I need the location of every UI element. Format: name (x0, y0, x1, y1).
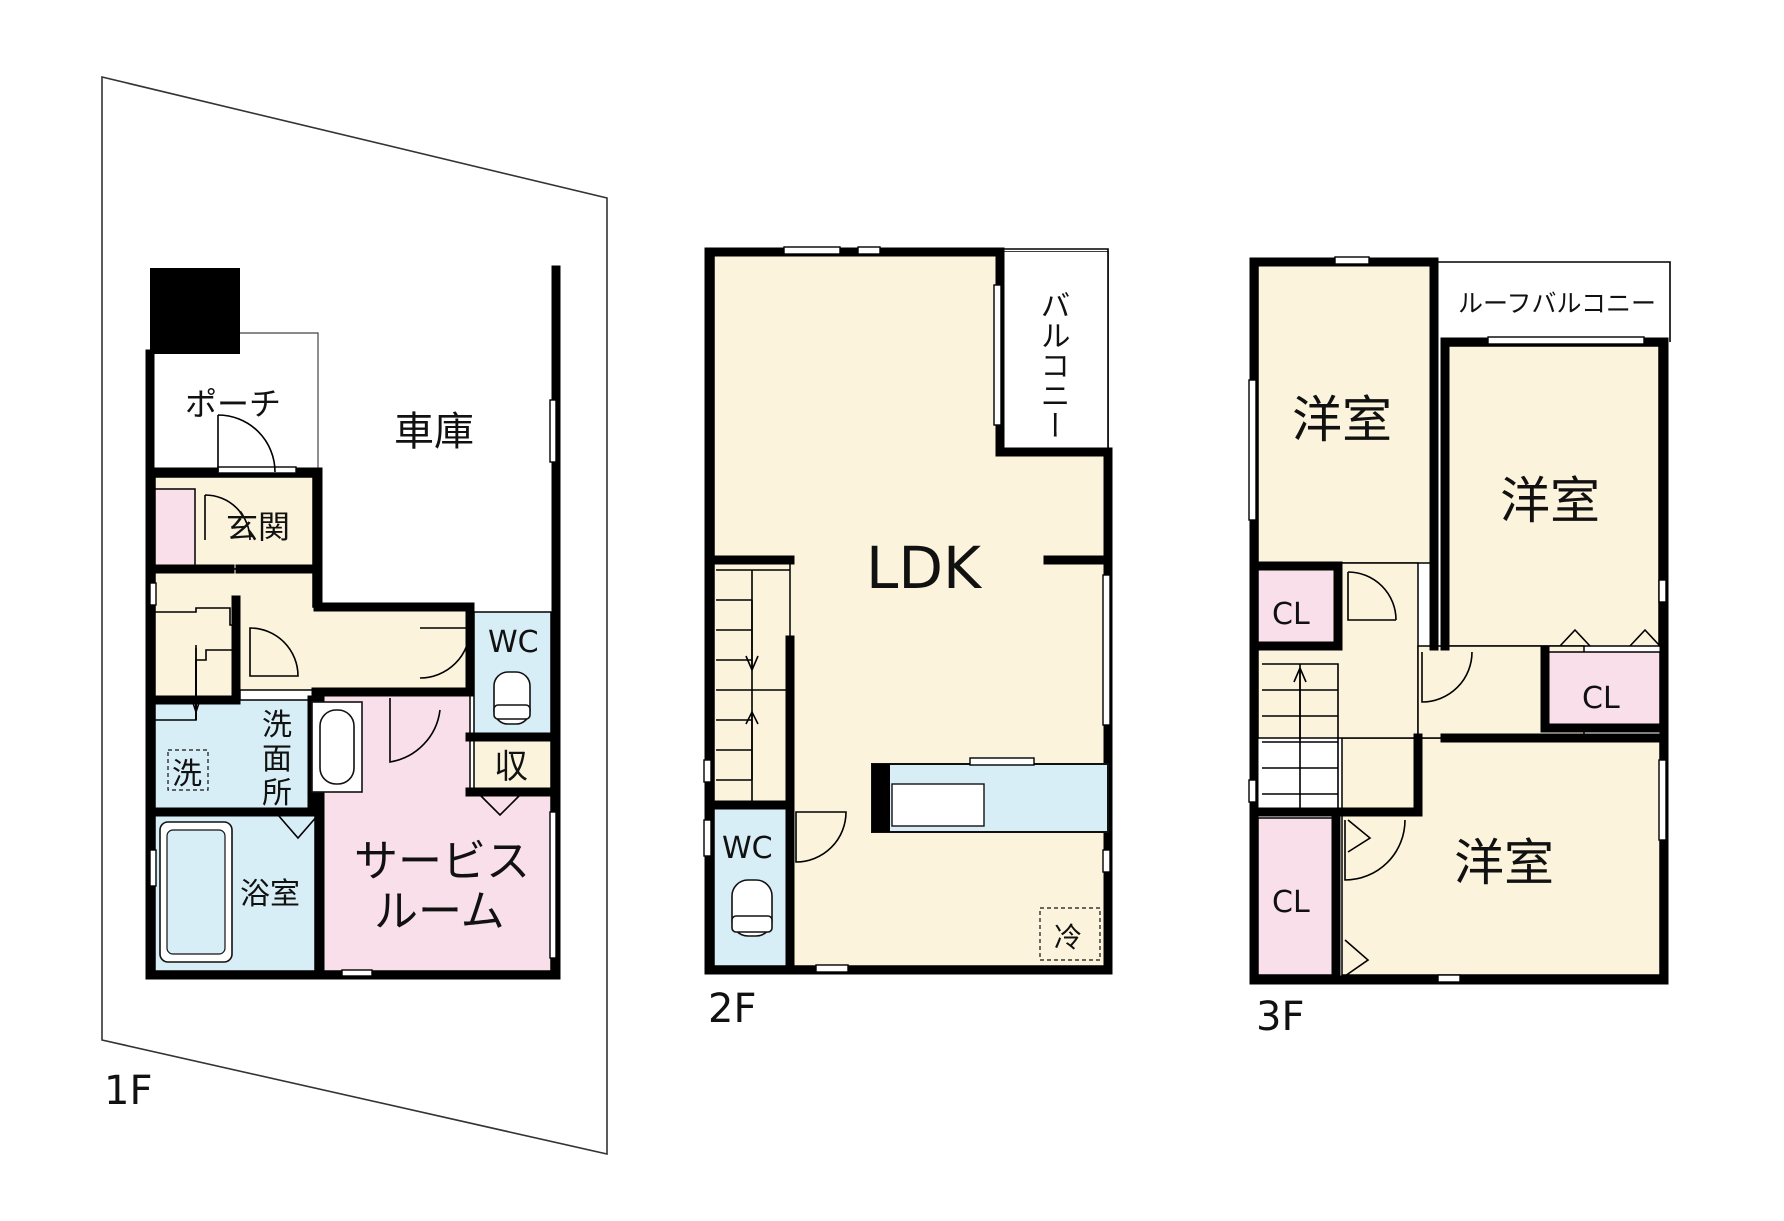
service-room-label-2: ルーム (374, 886, 505, 937)
toilet-icon (731, 879, 773, 937)
garage-label: 車庫 (394, 409, 474, 455)
window (149, 582, 157, 606)
window (149, 849, 157, 887)
window (1102, 849, 1111, 873)
washer-label: 洗 (172, 757, 202, 792)
door-swing-icon (1344, 571, 1661, 977)
kitchen-counter-icon (871, 763, 1109, 833)
washer-icon (167, 749, 209, 791)
window (1102, 574, 1111, 726)
fridge-label: 冷 (1054, 921, 1082, 954)
roof-balcony-label: ルーフバルコニー (1458, 289, 1656, 318)
washroom-label-3: 所 (262, 776, 292, 811)
door-swing-icon (204, 414, 521, 840)
porch-label: ポーチ (185, 385, 281, 423)
floor-3f-label: 3F (1256, 994, 1304, 1040)
window (1437, 974, 1461, 983)
ldk-label: LDK (866, 534, 983, 602)
wc-2f-label: WC (722, 831, 773, 866)
door-swing-icon (795, 811, 847, 863)
closet-c-label: CL (1272, 885, 1310, 920)
pillar (150, 268, 240, 354)
window (1658, 759, 1667, 841)
window (1334, 256, 1370, 265)
bedroom-a-label: 洋室 (1292, 391, 1392, 449)
closet-a-label: CL (1272, 597, 1310, 632)
floor-2f-label: 2F (708, 986, 756, 1032)
storage-label: 収 (494, 747, 528, 787)
window (1658, 579, 1667, 603)
window (549, 399, 557, 463)
window (703, 759, 712, 783)
bathtub-icon (159, 821, 233, 963)
hall-1f (154, 568, 471, 701)
balcony-2f (1000, 252, 1108, 452)
window (1248, 379, 1257, 521)
balcony-label: バルコニー (1035, 290, 1070, 440)
balcony-outline (1000, 248, 1109, 452)
service-room-label-1: サービス (354, 836, 530, 887)
bedroom-c-label: 洋室 (1454, 834, 1554, 892)
walls-2f (704, 247, 1113, 975)
window (549, 811, 557, 959)
entrance-label: 玄関 (226, 508, 290, 546)
washroom-label: 洗 面 所 (262, 708, 302, 811)
sink-icon (311, 701, 363, 793)
floor-1f: ポーチ 車庫 玄関 WC 収 洗 洗 面 所 浴室 サービス ルーム 1F (101, 75, 608, 1156)
roof-balcony-outline (1438, 261, 1671, 342)
window (1248, 779, 1257, 803)
stairs-icon (1262, 663, 1339, 808)
wc-label: WC (488, 625, 539, 660)
entrance-shoebox (154, 488, 196, 567)
window (815, 964, 849, 973)
washroom-label-1: 洗 (262, 708, 292, 743)
floor-3f: ルーフバルコニー 洋室 洋室 洋室 CL CL CL 3F (1248, 256, 1671, 1040)
floor-2f: LDK バルコニー WC 冷 2F (703, 246, 1113, 1032)
window (217, 466, 297, 474)
window (857, 246, 881, 255)
stairs-icon (155, 607, 236, 721)
toilet-icon (493, 671, 531, 725)
window (969, 757, 1035, 766)
porch-outline (240, 332, 319, 472)
bedroom-b (1444, 345, 1660, 647)
bedroom-a (1257, 264, 1435, 564)
bedroom-b-label: 洋室 (1500, 472, 1600, 530)
window (341, 969, 373, 977)
fridge-icon (1039, 907, 1101, 961)
lot-boundary (101, 75, 608, 1156)
closet-c (1257, 817, 1337, 976)
walls-3f (1249, 257, 1669, 985)
bedroom-c (1341, 737, 1661, 976)
window (1487, 336, 1645, 345)
window (993, 284, 1002, 426)
washroom-label-2: 面 (262, 742, 292, 777)
bathroom-label: 浴室 (240, 877, 300, 912)
window (703, 819, 712, 857)
window (783, 246, 841, 255)
stairs-icon (716, 569, 790, 805)
floor-1f-label: 1F (104, 1068, 152, 1114)
closet-b-label: CL (1582, 681, 1620, 716)
